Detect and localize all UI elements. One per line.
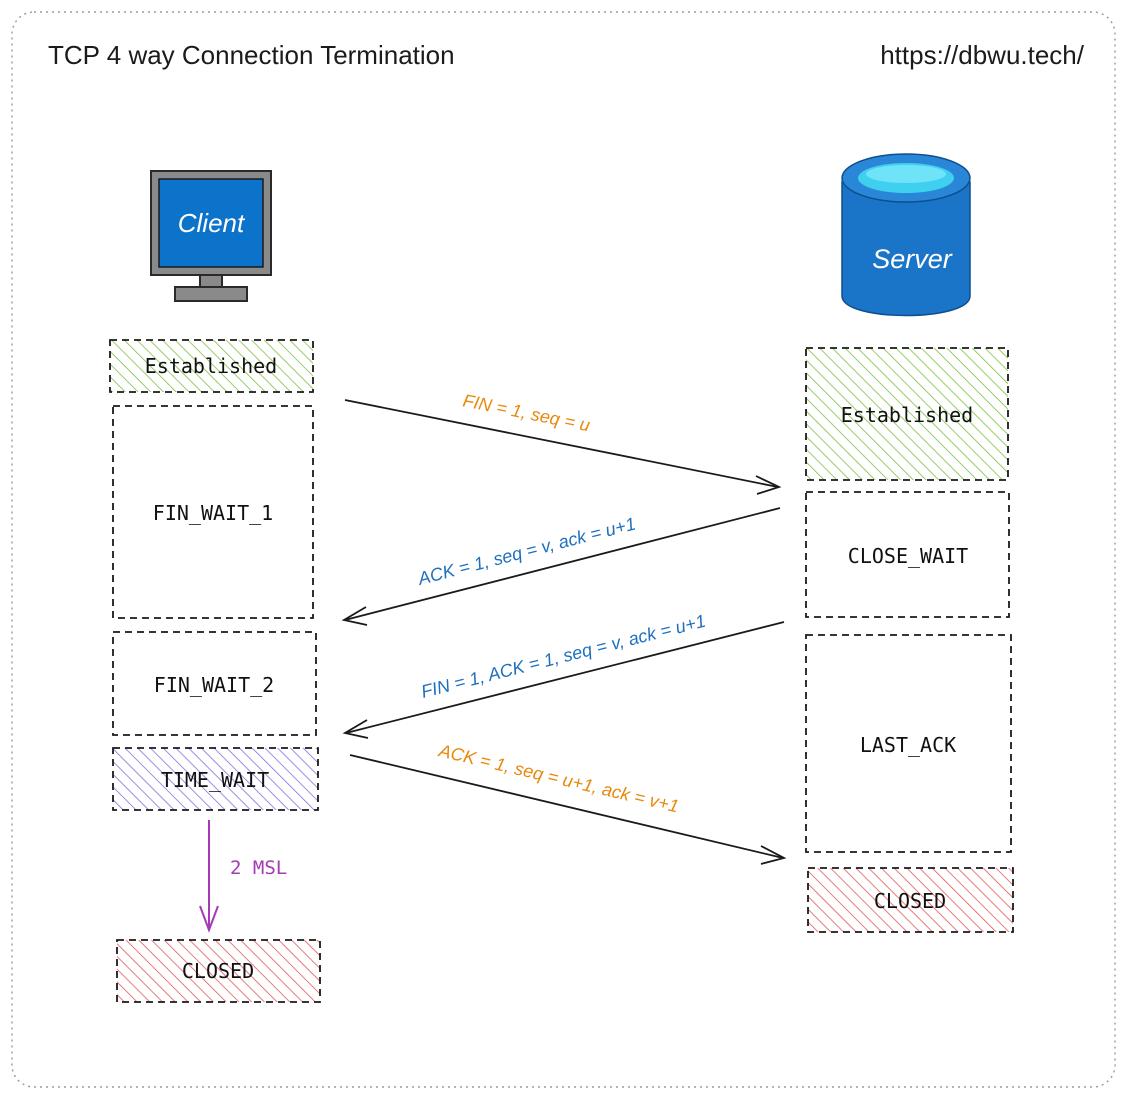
state-label: FIN_WAIT_2 xyxy=(154,673,274,697)
server-state-last-ack: LAST_ACK xyxy=(805,634,1012,853)
page-title: TCP 4 way Connection Termination xyxy=(48,40,455,70)
database-cylinder-icon xyxy=(841,153,971,317)
state-label: TIME_WAIT xyxy=(161,768,269,792)
state-label: CLOSED xyxy=(182,959,254,983)
client-state-time-wait: TIME_WAIT xyxy=(112,747,319,811)
timer-arrow xyxy=(199,820,219,933)
client-label: Client xyxy=(178,208,246,238)
server-state-established: Established xyxy=(805,347,1009,481)
state-label: Established xyxy=(145,354,277,378)
message-arrow-4 xyxy=(349,754,787,865)
monitor-icon xyxy=(150,170,272,302)
state-label: CLOSED xyxy=(874,889,946,913)
server-state-closed: CLOSED xyxy=(807,867,1014,933)
message-label-1: FIN = 1, seq = u xyxy=(461,390,591,435)
message-label-3: FIN = 1, ACK = 1, seq = v, ack = u+1 xyxy=(419,611,708,702)
server-state-close-wait: CLOSE_WAIT xyxy=(805,491,1010,618)
timer-label: 2 MSL xyxy=(230,857,287,879)
client-state-established: Established xyxy=(109,339,314,393)
client-state-closed: CLOSED xyxy=(116,939,321,1003)
client-state-fin-wait-2: FIN_WAIT_2 xyxy=(112,631,317,736)
message-label-2: ACK = 1, seq = v, ack = u+1 xyxy=(415,513,638,589)
message-arrow-3 xyxy=(342,621,785,739)
message-arrow-1 xyxy=(344,399,782,495)
state-label: Established xyxy=(841,403,973,427)
message-arrow-2 xyxy=(341,507,781,626)
client-state-fin-wait-1: FIN_WAIT_1 xyxy=(112,405,314,619)
outer-frame xyxy=(11,11,1116,1088)
state-label: CLOSE_WAIT xyxy=(848,544,968,568)
state-label: LAST_ACK xyxy=(860,733,956,757)
state-label: FIN_WAIT_1 xyxy=(153,501,273,525)
server-label: Server xyxy=(872,244,953,274)
site-url: https://dbwu.tech/ xyxy=(880,40,1085,70)
